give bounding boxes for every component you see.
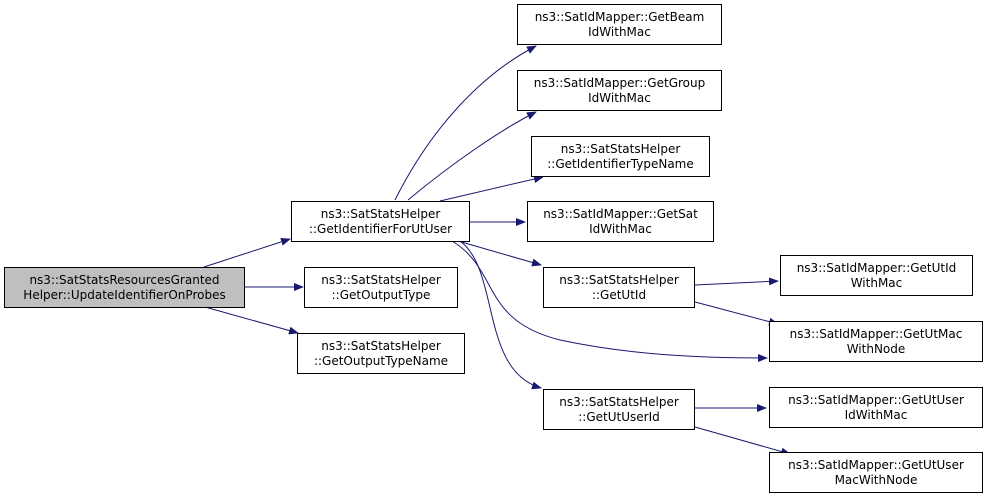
edge-root-to-get-identifier-for-ut-user xyxy=(203,237,291,268)
node-get-ut-user-id[interactable]: ns3::SatStatsHelper::GetUtUserId xyxy=(543,389,695,430)
edge-get-identifier-to-get-ut-mac-with-node xyxy=(451,240,768,362)
node-line-1: ns3::SatIdMapper::GetUtUser xyxy=(788,457,964,472)
node-line-2: ::GetOutputTypeName xyxy=(313,353,449,368)
node-line-1: ns3::SatStatsHelper xyxy=(321,272,441,287)
node-line-2: IdWithMac xyxy=(589,221,652,236)
node-line-2: ::GetIdentifierTypeName xyxy=(547,156,694,171)
edge-get-identifier-to-get-ut-id xyxy=(457,240,542,267)
node-line-2: IdWithMac xyxy=(588,24,651,39)
node-line-2: IdWithMac xyxy=(588,90,651,105)
edge-get-identifier-to-get-identifier-type-name xyxy=(439,175,544,202)
node-line-1: ns3::SatStatsHelper xyxy=(560,141,681,156)
edge-get-identifier-to-get-ut-user-id xyxy=(459,240,542,390)
node-line-1: ns3::SatIdMapper::GetUtId xyxy=(796,260,957,275)
node-line-2: ::GetOutputType xyxy=(331,287,431,302)
edge-get-identifier-to-get-group-id xyxy=(407,111,537,201)
edge-get-identifier-to-get-beam-id xyxy=(394,45,537,201)
node-line-1: ns3::SatIdMapper::GetUtUser xyxy=(788,392,964,407)
node-get-identifier-type-name[interactable]: ns3::SatStatsHelper::GetIdentifierTypeNa… xyxy=(531,136,710,177)
node-line-1: ns3::SatStatsResourcesGranted xyxy=(29,272,220,287)
node-get-ut-id[interactable]: ns3::SatStatsHelper::GetUtId xyxy=(543,267,695,308)
node-line-2: WithMac xyxy=(850,275,903,290)
node-line-2: ::GetIdentifierForUtUser xyxy=(308,221,453,236)
node-line-2: ::GetUtUserId xyxy=(578,409,660,424)
node-get-output-type[interactable]: ns3::SatStatsHelper::GetOutputType xyxy=(304,267,458,308)
edge-get-ut-user-id-to-get-ut-user-mac-with-node xyxy=(694,426,791,456)
node-get-output-type-name[interactable]: ns3::SatStatsHelper::GetOutputTypeName xyxy=(297,333,465,374)
node-line-1: ns3::SatStatsHelper xyxy=(559,272,679,287)
node-line-1: ns3::SatIdMapper::GetGroup xyxy=(533,75,706,90)
node-get-identifier-for-ut-user[interactable]: ns3::SatStatsHelper::GetIdentifierForUtU… xyxy=(291,201,470,242)
node-line-1: ns3::SatStatsHelper xyxy=(559,394,679,409)
node-line-1: ns3::SatIdMapper::GetUtMac xyxy=(789,326,963,341)
node-line-1: ns3::SatStatsHelper xyxy=(320,206,441,221)
edge-get-ut-id-to-get-ut-mac-with-node xyxy=(694,301,779,326)
node-line-1: ns3::SatStatsHelper xyxy=(321,338,441,353)
node-line-2: Helper::UpdateIdentifierOnProbes xyxy=(23,287,226,302)
node-line-2: ::GetUtId xyxy=(591,287,647,302)
edge-get-ut-id-to-get-ut-id-with-mac xyxy=(694,277,779,286)
node-line-2: WithNode xyxy=(846,341,906,356)
node-line-1: ns3::SatIdMapper::GetSat xyxy=(543,206,698,221)
edge-root-to-get-output-type-name xyxy=(204,306,299,335)
node-line-2: IdWithMac xyxy=(844,407,908,422)
node-line-2: MacWithNode xyxy=(834,472,918,487)
node-line-1: ns3::SatIdMapper::GetBeam xyxy=(534,9,705,24)
